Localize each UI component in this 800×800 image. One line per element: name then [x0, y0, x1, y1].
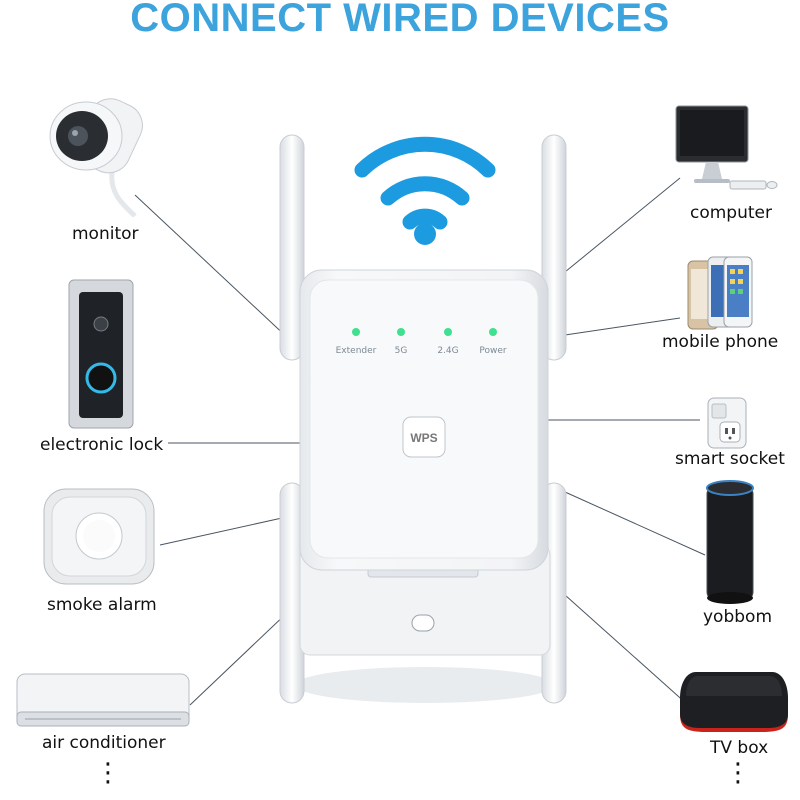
wps-label: WPS: [410, 431, 437, 445]
led-label-5g: 5G: [395, 346, 408, 356]
device-label-mobile-phone: mobile phone: [662, 332, 779, 352]
more-devices-left: ⋮: [95, 757, 121, 787]
device-label-smart-socket: smart socket: [675, 449, 785, 469]
line-yobbom: [564, 491, 706, 556]
led-2-4g: [444, 328, 452, 336]
line-monitor: [134, 194, 291, 341]
smart-plug-icon: [707, 397, 747, 449]
desktop-computer-icon: [675, 105, 778, 190]
more-devices-right: ⋮: [725, 757, 751, 787]
antenna-top-left: [279, 134, 305, 361]
wifi-extender: Extender 5G 2.4G Power WPS: [279, 134, 567, 704]
device-label-monitor: monitor: [72, 224, 139, 244]
line-smoke-alarm: [159, 517, 283, 546]
device-label-electronic-lock: electronic lock: [40, 435, 164, 455]
wifi-icon: [354, 136, 496, 245]
led-extender: [352, 328, 360, 336]
led-label-2-4g: 2.4G: [437, 346, 458, 356]
air-conditioner-icon: [16, 673, 190, 727]
line-tv-box: [564, 594, 689, 706]
smartphone-icon: [687, 256, 753, 330]
line-computer: [564, 177, 681, 273]
led-power: [489, 328, 497, 336]
led-5g: [397, 328, 405, 336]
smoke-detector-icon: [43, 488, 155, 585]
smart-speaker-icon: [706, 480, 754, 604]
device-label-tv-box: TV box: [710, 738, 769, 758]
wps-button: [402, 416, 446, 458]
tv-box-icon: [680, 672, 788, 732]
page-title: CONNECT WIRED DEVICES: [130, 0, 670, 40]
device-label-yobbom: yobbom: [703, 607, 773, 627]
device-label-computer: computer: [690, 203, 772, 223]
led-label-extender: Extender: [336, 346, 377, 356]
video-doorbell-icon: [68, 279, 134, 429]
device-label-smoke-alarm: smoke alarm: [47, 595, 157, 615]
line-air-conditioner: [189, 609, 291, 706]
line-mobile-phone: [564, 317, 681, 336]
security-camera-icon: [49, 98, 143, 217]
led-label-power: Power: [479, 346, 507, 356]
device-label-air-conditioner: air conditioner: [42, 733, 166, 753]
